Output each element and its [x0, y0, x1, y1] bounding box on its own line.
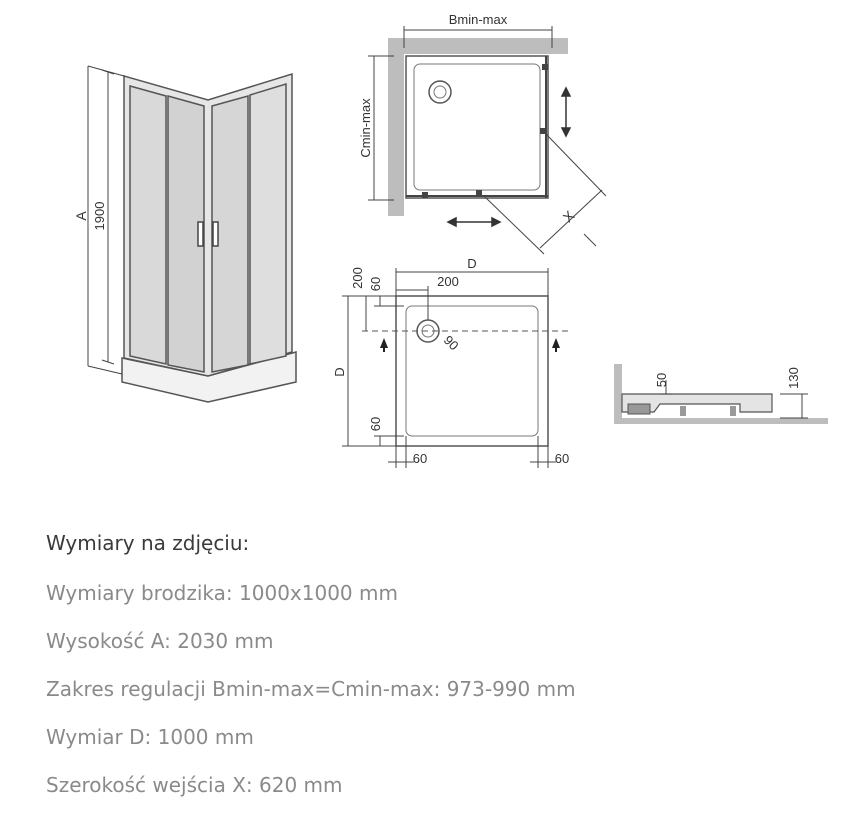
tray-side-label: D — [332, 367, 347, 376]
profile-drain-height-label: 50 — [654, 373, 669, 387]
profile-tray-height-label: 130 — [786, 367, 801, 389]
door-handle-left — [197, 221, 204, 247]
profile-wall — [614, 364, 622, 422]
tray-inner-bottom-label: 60 — [368, 417, 383, 431]
tray-plan — [342, 268, 568, 468]
profile-section — [614, 364, 828, 424]
cabin-glass-right-1 — [211, 95, 249, 373]
tray-drain-offset-y-label: 200 — [350, 267, 365, 289]
spec-entrance-width: Szerokość wejścia X: 620 mm — [46, 773, 343, 797]
top-depth-label: Cmin-max — [358, 98, 373, 158]
top-view — [368, 26, 607, 255]
top-entrance-label: X — [560, 207, 578, 225]
tray-inner — [405, 305, 539, 437]
cabin-glass-left-1 — [129, 85, 167, 365]
tray-drain-offset-x-label: 200 — [437, 274, 459, 289]
door-handle-right — [212, 221, 219, 247]
spec-tray-size: Wymiary brodzika: 1000x1000 mm — [46, 581, 398, 605]
tray-inner-left-label: 60 — [413, 451, 427, 466]
cabin-glass-left-2 — [167, 95, 205, 373]
height-value-label: 1900 — [92, 202, 107, 231]
profile-floor — [614, 418, 828, 424]
top-wall-back — [388, 38, 568, 54]
cabin-glass-right-2 — [249, 82, 287, 365]
technical-drawing: A 1900 — [73, 12, 828, 468]
tray-size-label: D — [467, 256, 476, 271]
height-letter-label: A — [73, 211, 89, 221]
tray-inner-right-label: 60 — [555, 451, 569, 466]
height-dimension — [87, 65, 125, 375]
top-width-label: Bmin-max — [449, 12, 508, 27]
tray-inner-top-label: 60 — [368, 277, 383, 291]
specs-section: Wymiary na zdjęciu: Wymiary brodzika: 10… — [46, 530, 826, 820]
top-drain-icon — [428, 80, 452, 104]
spec-height-a: Wysokość A: 2030 mm — [46, 629, 274, 653]
spec-dimension-d: Wymiar D: 1000 mm — [46, 725, 254, 749]
spec-adjustment-range: Zakres regulacji Bmin-max=Cmin-max: 973-… — [46, 677, 576, 701]
specs-heading: Wymiary na zdjęciu: — [46, 531, 250, 555]
cabin-view — [121, 72, 297, 403]
top-wall-side — [388, 38, 404, 216]
